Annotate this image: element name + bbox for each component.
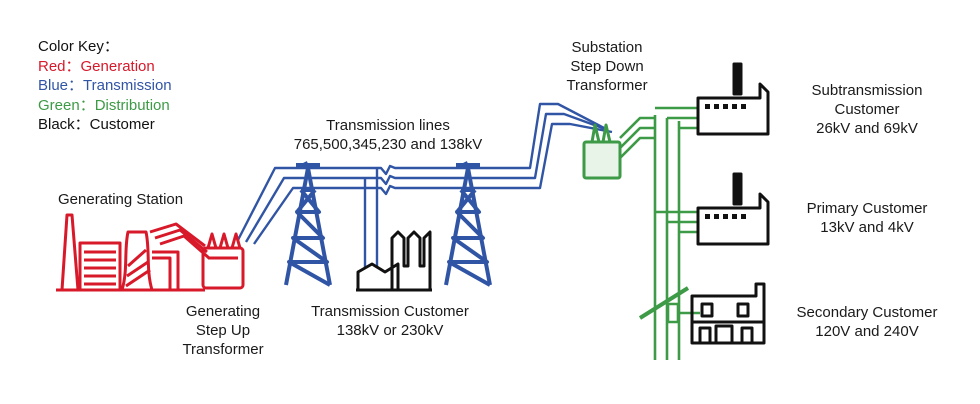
transmission-customer-label: Transmission Customer 138kV or 230kV [311, 303, 469, 339]
color-key: Color Key： Red：Generation Blue：Transmiss… [38, 37, 172, 135]
secondary-customer-label: Secondary Customer 120V and 240V [796, 304, 938, 340]
generating-station [56, 213, 210, 292]
color-key-black: Black：Customer [38, 116, 155, 133]
color-key-blue: Blue：Transmission [38, 77, 172, 94]
color-key-title: Color Key： [38, 38, 119, 55]
transmission-tower-left [284, 161, 332, 287]
distribution-lines [619, 106, 700, 360]
subtransmission-customer-factory-icon [696, 62, 770, 136]
step-up-transformer-icon [201, 232, 245, 290]
primary-customer-label: Primary Customer 13kV and 4kV [806, 200, 928, 236]
step-up-transformer-label: Generating Step Up Transformer [182, 303, 264, 358]
transmission-tower-right [444, 161, 492, 287]
transmission-lines [236, 102, 613, 270]
substation-transformer-icon [582, 123, 622, 180]
substation-label: Substation Step Down Transformer [566, 39, 648, 94]
subtransmission-customer-label: Subtransmission Customer 26kV and 69kV [811, 82, 923, 137]
color-key-green: Green：Distribution [38, 96, 170, 114]
primary-customer-factory-icon [696, 172, 770, 246]
transmission-customer-factory-icon [356, 230, 432, 292]
transmission-lines-label: Transmission lines 765,500,345,230 and 1… [293, 117, 483, 153]
color-key-red: Red：Generation [38, 57, 155, 75]
secondary-customer-house-icon [690, 282, 766, 345]
generating-station-label: Generating Station [58, 191, 184, 208]
